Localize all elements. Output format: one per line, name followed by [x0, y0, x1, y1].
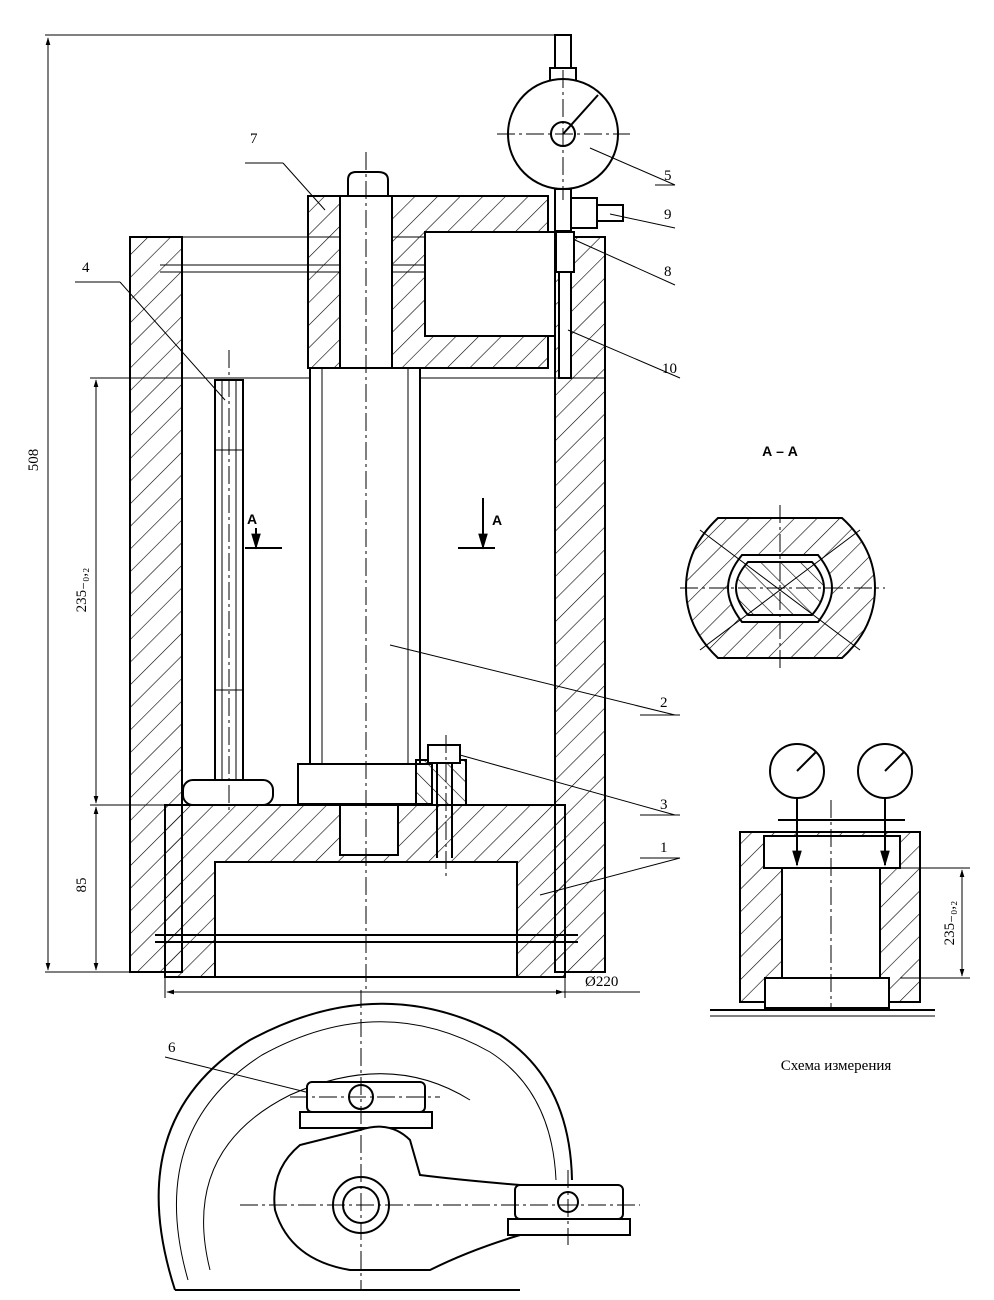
svg-text:10: 10 — [662, 361, 677, 377]
dimension-508: 508 — [26, 34, 560, 973]
column-part-2 — [297, 171, 433, 805]
svg-text:А: А — [247, 511, 257, 527]
svg-text:5: 5 — [664, 168, 672, 184]
svg-text:9: 9 — [664, 207, 672, 223]
svg-text:7: 7 — [250, 131, 258, 147]
rod-part-4 — [182, 379, 274, 806]
svg-text:А: А — [492, 512, 502, 528]
dial-indicator-part-5 — [497, 34, 630, 232]
svg-text:6: 6 — [168, 1040, 176, 1056]
svg-text:Ø220: Ø220 — [585, 974, 618, 990]
part-labels: 5 9 8 10 7 4 2 3 1 6 — [75, 131, 681, 1099]
svg-text:235₋₀,₂: 235₋₀,₂ — [942, 901, 958, 946]
svg-text:Схема измерения: Схема измерения — [781, 1058, 892, 1074]
pin-part-10 — [558, 271, 572, 379]
dimension-85: 85 — [74, 806, 99, 971]
svg-text:4: 4 — [82, 260, 90, 276]
section-view-a-a: А – А — [680, 443, 885, 670]
svg-text:1: 1 — [660, 840, 668, 856]
section-cut-mark-right: А — [458, 498, 502, 550]
section-cut-mark-left: А — [245, 511, 282, 550]
svg-text:А – А: А – А — [762, 443, 798, 459]
plan-view — [157, 990, 640, 1291]
clamp-screw-part-9 — [570, 197, 624, 229]
measurement-scheme: 235₋₀,₂ Схема измерения — [710, 743, 970, 1074]
svg-text:235₋₀,₂: 235₋₀,₂ — [74, 568, 90, 613]
dimension-235: 235₋₀,₂ — [74, 377, 165, 806]
svg-text:508: 508 — [26, 449, 42, 472]
bushing-part-8 — [555, 231, 575, 273]
svg-text:8: 8 — [664, 264, 672, 280]
dimension-diameter-220: Ø220 — [164, 974, 640, 998]
top-cap-part-7 — [307, 195, 556, 369]
main-assembly-view: А А — [129, 34, 630, 990]
svg-text:2: 2 — [660, 695, 668, 711]
screw-part-3 — [415, 744, 467, 858]
svg-text:85: 85 — [74, 878, 90, 893]
svg-text:3: 3 — [660, 797, 668, 813]
